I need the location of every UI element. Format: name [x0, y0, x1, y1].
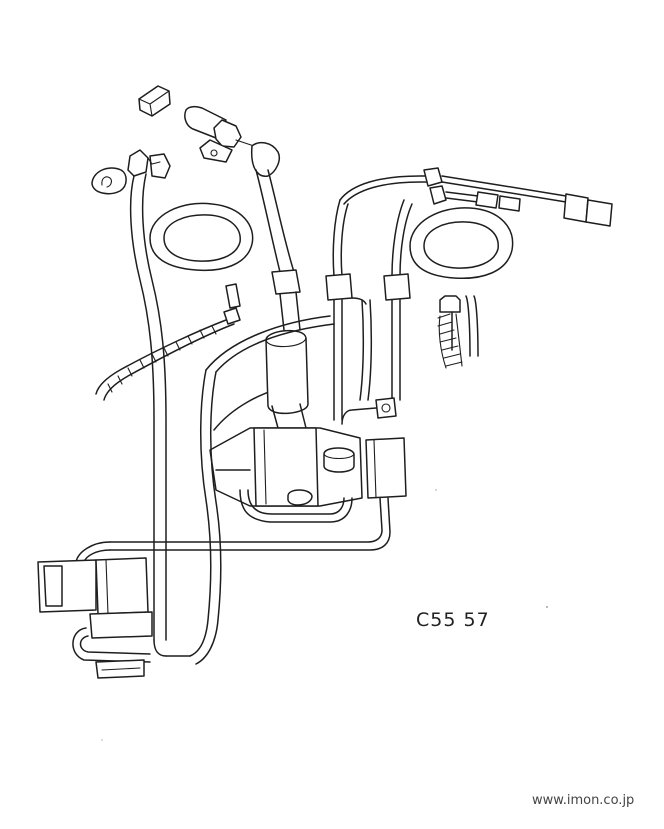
- right-side-connectors: [339, 167, 613, 227]
- right-coiled-terminal: [437, 295, 479, 369]
- website-watermark: www.imon.co.jp: [532, 793, 635, 808]
- wire-eyelet-clip: [91, 167, 127, 195]
- right-oval-gasket: [409, 207, 514, 280]
- lower-left-relay-block: [37, 541, 191, 679]
- part-number-label: C55 57: [416, 609, 490, 631]
- left-coiled-wire: [95, 283, 241, 401]
- rubber-grommet: [138, 85, 171, 117]
- loop-wire: [109, 315, 391, 665]
- horn-relay-assembly: [209, 329, 407, 507]
- center-cable: [255, 169, 301, 331]
- handlebar-switch: [184, 105, 280, 177]
- left-connector-plug: [127, 149, 171, 179]
- right-center-cables: [325, 199, 413, 425]
- left-oval-gasket: [149, 202, 254, 272]
- paper-specks: [101, 489, 548, 741]
- main-left-cable: [129, 173, 167, 657]
